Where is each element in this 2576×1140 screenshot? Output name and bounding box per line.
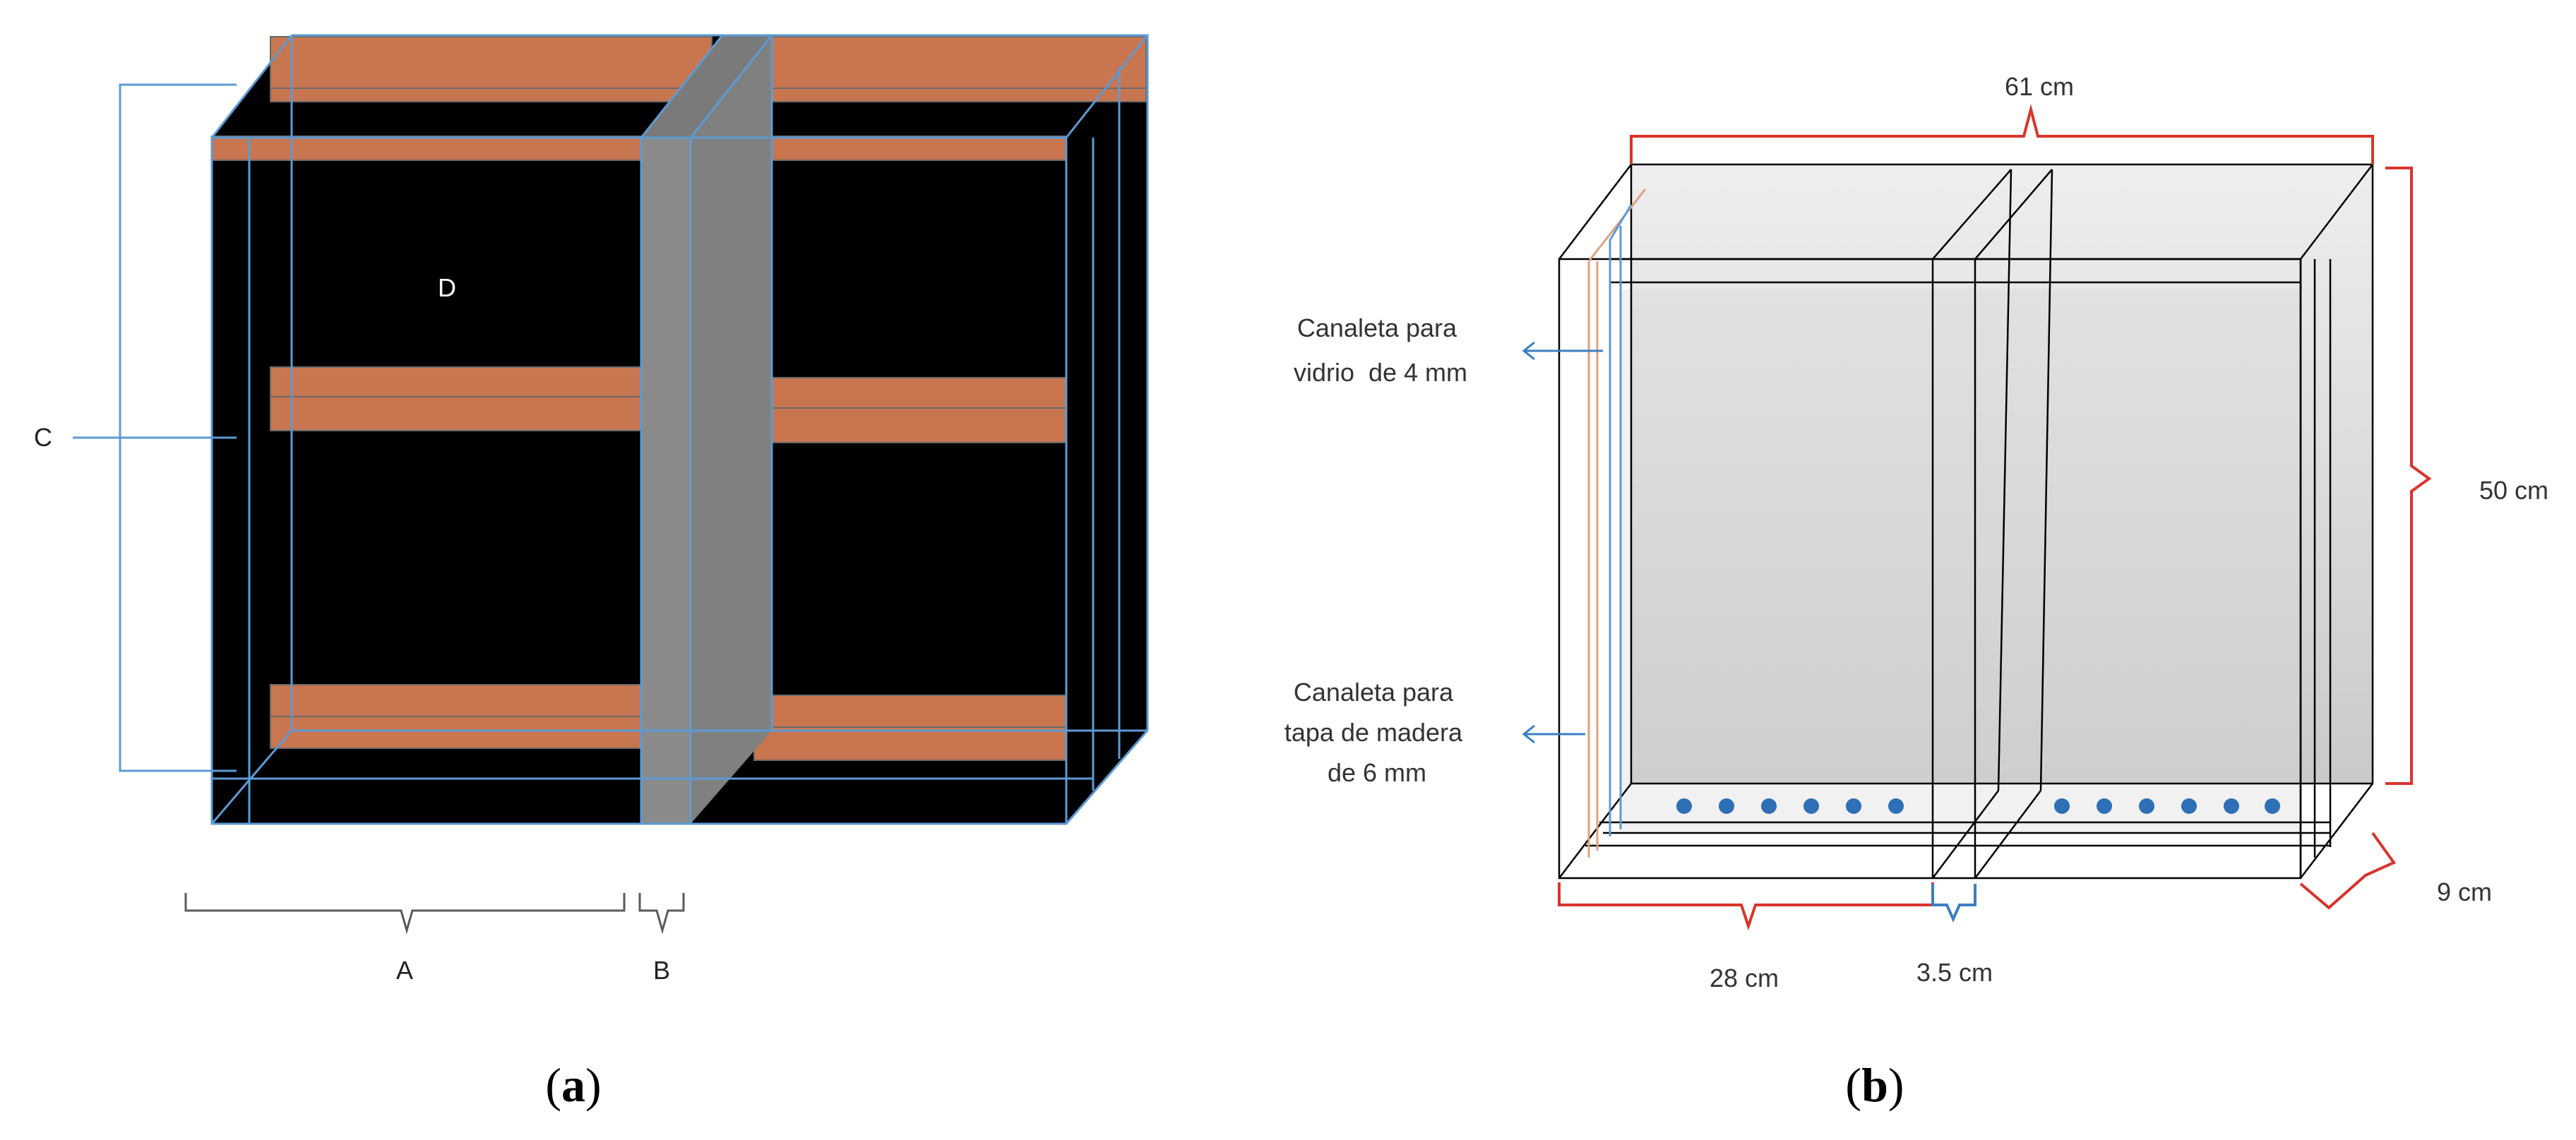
dim-height-label: 50 cm (2479, 476, 2548, 505)
shelf-back-top-right (753, 36, 1147, 102)
frame-edge (1065, 35, 1149, 138)
panel-b: 61 cm 50 cm 9 cm 28 cm 3.5 cm Canaleta p… (1284, 72, 2548, 1112)
hole (2139, 798, 2154, 814)
bracket-c (73, 83, 237, 772)
divider-b (1932, 790, 1999, 879)
wood-callout-arrowhead (1522, 724, 1535, 744)
box-right-face (1066, 35, 1147, 824)
frame-edge (210, 730, 293, 824)
dim-compartment-bracket (1558, 882, 1934, 931)
label-b: B (653, 956, 670, 985)
caption-a: (a) (545, 1058, 601, 1112)
wood-callout: Canaleta para tapa de madera de 6 mm (1284, 678, 1585, 787)
hole (2181, 798, 2197, 814)
label-a: A (396, 956, 413, 985)
hole (1803, 798, 1819, 814)
glass-callout-line-1: Canaleta para (1297, 313, 1457, 342)
depth-edge (2300, 783, 2373, 879)
shelf-middle-right (753, 377, 1067, 443)
panel-a: C D A B (a) (34, 34, 1149, 1112)
hole (2054, 798, 2070, 814)
shelf-edges (270, 88, 1146, 728)
glass-channel-top (1609, 204, 1633, 241)
label-c: C (34, 423, 52, 452)
box-b-wireframe (1558, 163, 2374, 880)
wood-channel-top (1587, 188, 1647, 262)
glass-callout-arrowhead (1522, 341, 1535, 361)
divider-panel-face (641, 138, 691, 824)
dim-gap-bracket (1931, 884, 1976, 923)
wood-callout-line-3: de 6 mm (1328, 758, 1426, 787)
divider-b (1974, 169, 2053, 260)
hole (1761, 798, 1777, 814)
divider-b (2039, 169, 2053, 791)
channels (1587, 188, 1647, 858)
wood-callout-line-1: Canaleta para (1294, 678, 1454, 707)
gap-bracket (1931, 884, 1976, 923)
frame-edge (210, 35, 293, 138)
wood-callout-text: Canaleta para tapa de madera de 6 mm (1284, 678, 1469, 787)
brace-a (184, 893, 626, 935)
wood-callout-line-2: tapa de madera (1284, 718, 1463, 747)
brace-a-path (184, 893, 626, 935)
hole (2224, 798, 2239, 814)
divider-b (1974, 790, 2041, 879)
divider-b (1932, 169, 2012, 260)
frame-edge (1065, 730, 1149, 824)
shelf-front-top-left (211, 136, 642, 161)
divider-edge (689, 35, 773, 138)
divider-panel-top (641, 35, 772, 138)
back-panel (1631, 164, 2373, 784)
divider-panel-side (691, 35, 772, 824)
front-window (1621, 289, 2301, 833)
caption-b: (b) (1845, 1058, 1904, 1112)
dim-depth-bracket (2299, 832, 2397, 910)
dim-width-bracket (1630, 104, 2374, 164)
label-d: D (438, 273, 456, 302)
shelf-middle-left (270, 366, 642, 431)
depth-edge (2300, 164, 2373, 260)
dim-gap-label: 3.5 cm (1916, 958, 1993, 987)
ventilation-holes (1676, 798, 2280, 814)
hole (1846, 798, 1861, 814)
dim-depth-label: 9 cm (2437, 877, 2492, 906)
dim-compartment-label: 28 cm (1710, 964, 1779, 992)
hole (1888, 798, 1904, 814)
divider-b (1997, 169, 2012, 791)
dim-height-bracket (2385, 167, 2432, 785)
shelf-back-top-left (270, 36, 712, 102)
dimension-brackets (1558, 104, 2432, 931)
depth-edge (1558, 783, 1632, 879)
caption-b-letter: b (1861, 1058, 1888, 1112)
bracket-c-line (119, 83, 237, 772)
divider-edge (640, 35, 724, 138)
brace-b-path (638, 893, 685, 935)
box-front-face (212, 138, 1066, 824)
glass-callout-text: Canaleta para vidrio de 4 mm (1294, 313, 1467, 387)
caption-a-letter: a (561, 1058, 585, 1112)
hole (1676, 798, 1692, 814)
brace-b (638, 893, 685, 935)
front-frame (210, 136, 1068, 825)
glass-callout-line-2: vidrio de 4 mm (1294, 358, 1467, 387)
hole (2097, 798, 2112, 814)
hole (2265, 798, 2280, 814)
depth-edge (1558, 164, 1632, 260)
hole (1719, 798, 1734, 814)
box-wireframe (210, 34, 1149, 825)
dim-width-label: 61 cm (2005, 72, 2074, 101)
back-rect (1630, 163, 2374, 785)
glass-callout: Canaleta para vidrio de 4 mm (1294, 313, 1603, 387)
